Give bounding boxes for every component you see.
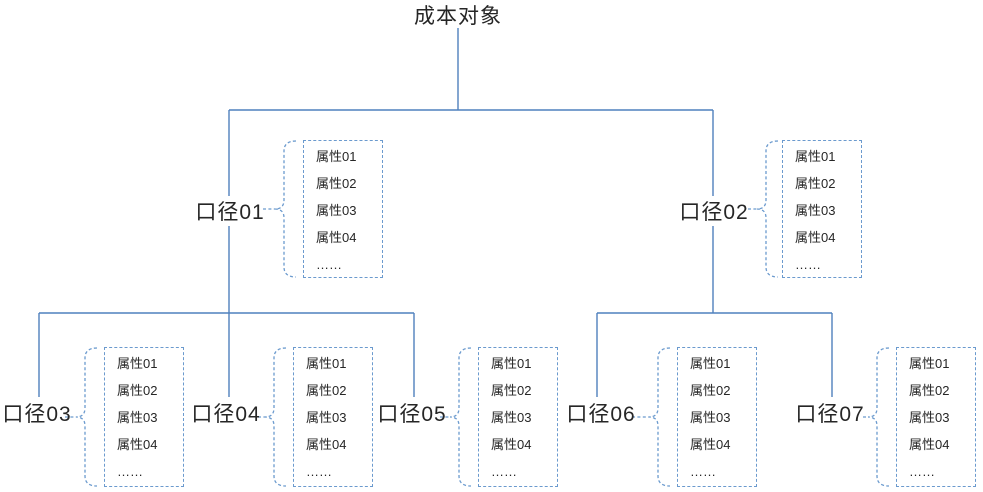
node-label-05: 口径05 [377, 403, 447, 426]
attr-item: 属性01 [795, 149, 836, 164]
attr-item-ellipsis: …… [909, 464, 935, 479]
attr-box-03: 属性01 属性02 属性03 属性04 …… [104, 347, 184, 487]
attr-item-ellipsis: …… [117, 464, 143, 479]
attr-box-02: 属性01 属性02 属性03 属性04 …… [782, 140, 862, 278]
attr-item-ellipsis: …… [491, 464, 517, 479]
attr-brace-01 [274, 140, 297, 278]
attr-item: 属性01 [306, 356, 347, 371]
attr-item: 属性04 [690, 437, 731, 452]
attr-item: 属性03 [491, 410, 532, 425]
attr-item: 属性01 [316, 149, 357, 164]
attr-brace-06 [648, 347, 671, 487]
node-label-07: 口径07 [795, 403, 865, 426]
attr-item: 属性02 [316, 176, 357, 191]
attr-item-ellipsis: …… [306, 464, 332, 479]
attr-box-04: 属性01 属性02 属性03 属性04 …… [293, 347, 373, 487]
attr-item: 属性02 [117, 383, 158, 398]
attr-item: 属性04 [491, 437, 532, 452]
node-label-root: 成本对象 [414, 5, 502, 28]
attr-item: 属性01 [117, 356, 158, 371]
attr-item: 属性02 [306, 383, 347, 398]
attr-item: 属性01 [909, 356, 950, 371]
attr-box-05: 属性01 属性02 属性03 属性04 …… [478, 347, 558, 487]
attr-brace-07 [867, 347, 890, 487]
attr-item: 属性03 [316, 203, 357, 218]
node-label-02: 口径02 [679, 201, 749, 224]
attr-brace-03 [75, 347, 98, 487]
attr-brace-04 [264, 347, 287, 487]
attr-item: 属性04 [909, 437, 950, 452]
attr-box-01: 属性01 属性02 属性03 属性04 …… [303, 140, 383, 278]
attr-item: 属性04 [117, 437, 158, 452]
attr-item: 属性03 [909, 410, 950, 425]
attr-item: 属性04 [795, 230, 836, 245]
attr-box-06: 属性01 属性02 属性03 属性04 …… [677, 347, 757, 487]
node-label-03: 口径03 [2, 403, 72, 426]
tree-connector-lines [38, 28, 833, 397]
attr-item-ellipsis: …… [316, 257, 342, 272]
attr-brace-05 [449, 347, 472, 487]
attr-item: 属性02 [909, 383, 950, 398]
attr-box-07: 属性01 属性02 属性03 属性04 …… [896, 347, 976, 487]
attr-item: 属性03 [795, 203, 836, 218]
attr-item: 属性04 [306, 437, 347, 452]
node-label-06: 口径06 [566, 403, 636, 426]
node-label-01: 口径01 [195, 201, 265, 224]
attr-item: 属性04 [316, 230, 357, 245]
attr-item: 属性01 [491, 356, 532, 371]
attr-item: 属性02 [690, 383, 731, 398]
attr-item: 属性03 [117, 410, 158, 425]
attr-item-ellipsis: …… [795, 257, 821, 272]
attr-item: 属性03 [306, 410, 347, 425]
attr-item: 属性02 [491, 383, 532, 398]
attr-item: 属性01 [690, 356, 731, 371]
attr-item-ellipsis: …… [690, 464, 716, 479]
attr-brace-02 [756, 140, 779, 278]
label-attr-link-lines [65, 208, 868, 418]
attr-item: 属性03 [690, 410, 731, 425]
node-label-04: 口径04 [191, 403, 261, 426]
attr-item: 属性02 [795, 176, 836, 191]
